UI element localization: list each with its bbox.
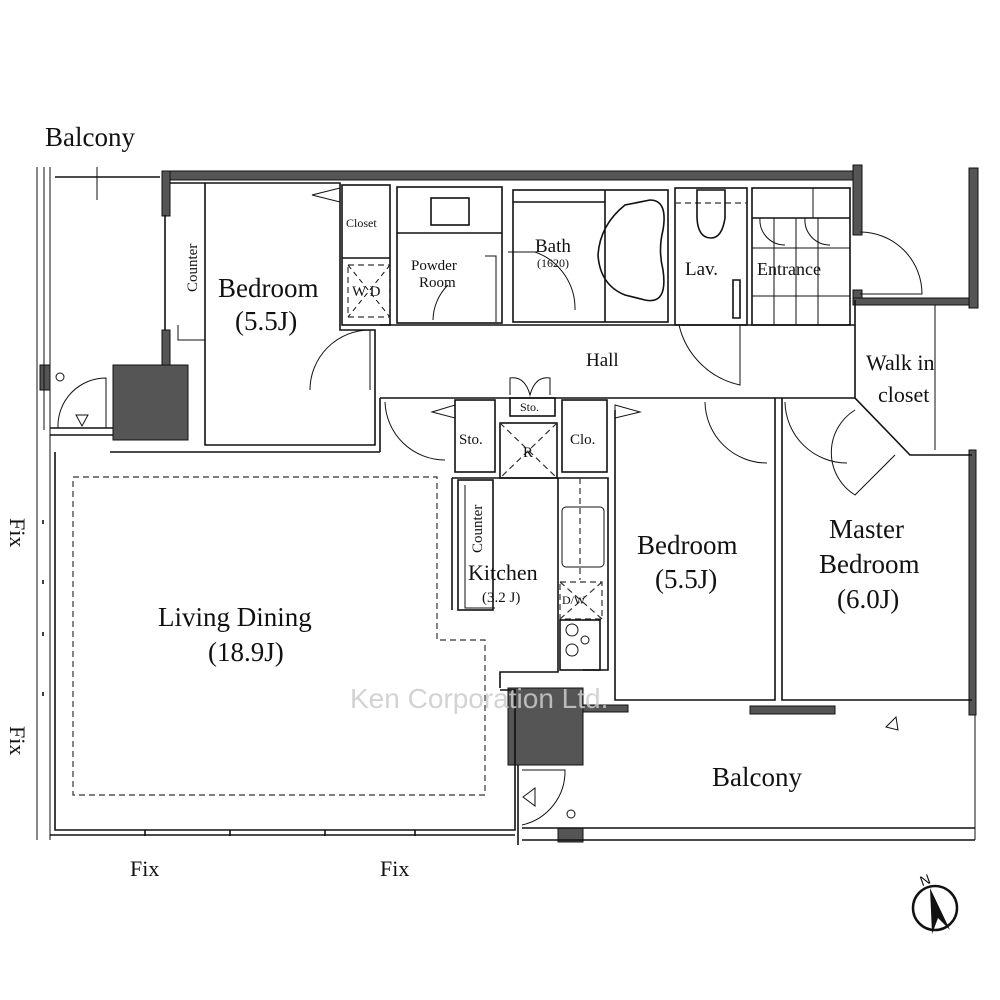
label-master-size: (6.0J) (837, 584, 899, 614)
label-master: Master (829, 514, 904, 544)
label-balcony-bottom: Balcony (712, 762, 802, 792)
label-living: Living Dining (158, 602, 312, 632)
label-entrance: Entrance (757, 259, 821, 279)
label-walkin-closet: closet (878, 382, 929, 407)
label-sto-small: Sto. (520, 400, 539, 414)
label-lav: Lav. (685, 259, 718, 280)
label-wd: W D (352, 284, 381, 300)
label-fix-4: Fix (380, 856, 409, 881)
label-counter-kitchen: Counter (470, 505, 486, 553)
window-marks (42, 520, 416, 836)
label-powder: Powder (411, 258, 457, 274)
label-bath: Bath (535, 236, 571, 257)
living-dining (42, 452, 516, 836)
label-closet: Closet (346, 216, 377, 230)
label-bedroom1-size: (5.5J) (235, 306, 297, 336)
label-bedroom2-size: (5.5J) (655, 564, 717, 594)
label-kitchen-size: (3.2 J) (482, 590, 520, 606)
room-labels: Balcony Counter Bedroom (5.5J) Closet W … (5, 122, 935, 881)
walls (39, 164, 979, 843)
label-bedroom1: Bedroom (218, 273, 319, 303)
label-counter-left: Counter (185, 244, 201, 292)
compass-icon: N (911, 871, 959, 934)
label-sto: Sto. (459, 432, 483, 448)
label-walkin: Walk in (866, 350, 935, 375)
label-fix-1: Fix (5, 518, 30, 547)
label-powder-room: Room (419, 275, 456, 291)
label-dw: D/W (562, 593, 586, 607)
label-living-size: (18.9J) (208, 637, 284, 667)
balcony-left (36, 167, 166, 840)
label-bath-size: (1620) (537, 256, 569, 270)
bedroom-1 (170, 182, 376, 446)
label-hall: Hall (586, 350, 619, 371)
label-fix-2: Fix (5, 726, 30, 755)
svg-text:N: N (918, 871, 933, 889)
label-fix-3: Fix (130, 856, 159, 881)
balcony-bottom (517, 715, 976, 845)
label-kitchen: Kitchen (468, 560, 538, 585)
label-balcony-top: Balcony (45, 122, 135, 152)
label-bedroom2: Bedroom (637, 530, 738, 560)
watermark: Ken Corporation Ltd. (350, 683, 608, 714)
label-refrigerator: R (523, 445, 533, 461)
label-master-bedroom: Bedroom (819, 549, 920, 579)
label-clo: Clo. (570, 432, 595, 448)
lower-rooms (380, 300, 972, 731)
